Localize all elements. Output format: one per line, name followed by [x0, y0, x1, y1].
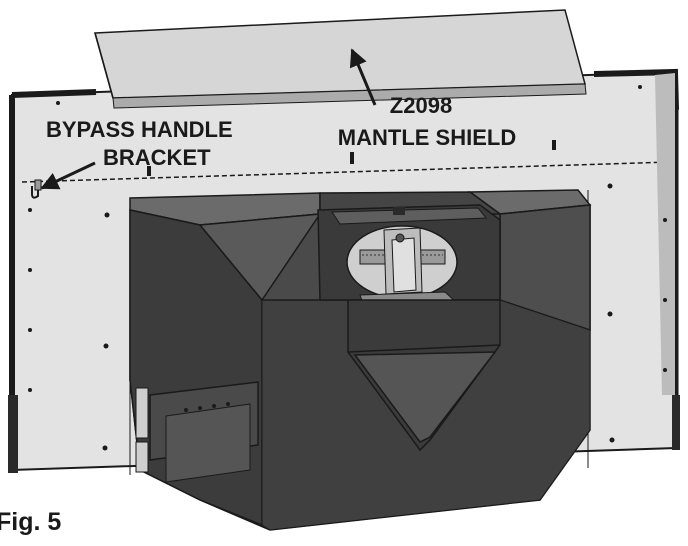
- side-access-panel: [135, 381, 259, 483]
- callout-arrows: [40, 48, 377, 190]
- figure-label: Fig. 5: [0, 508, 62, 536]
- left-trim: [8, 395, 680, 473]
- callout-part-name: MANTLE SHIELD: [337, 125, 517, 150]
- callout-part-number: Z2098: [389, 93, 453, 118]
- mantle-shield: [94, 9, 587, 109]
- vent-bracket: [317, 204, 501, 307]
- callout-bypass-line1: BYPASS HANDLE: [46, 117, 233, 142]
- front-heat-shield: [347, 299, 501, 452]
- callout-bypass-line2: BRACKET: [103, 145, 211, 170]
